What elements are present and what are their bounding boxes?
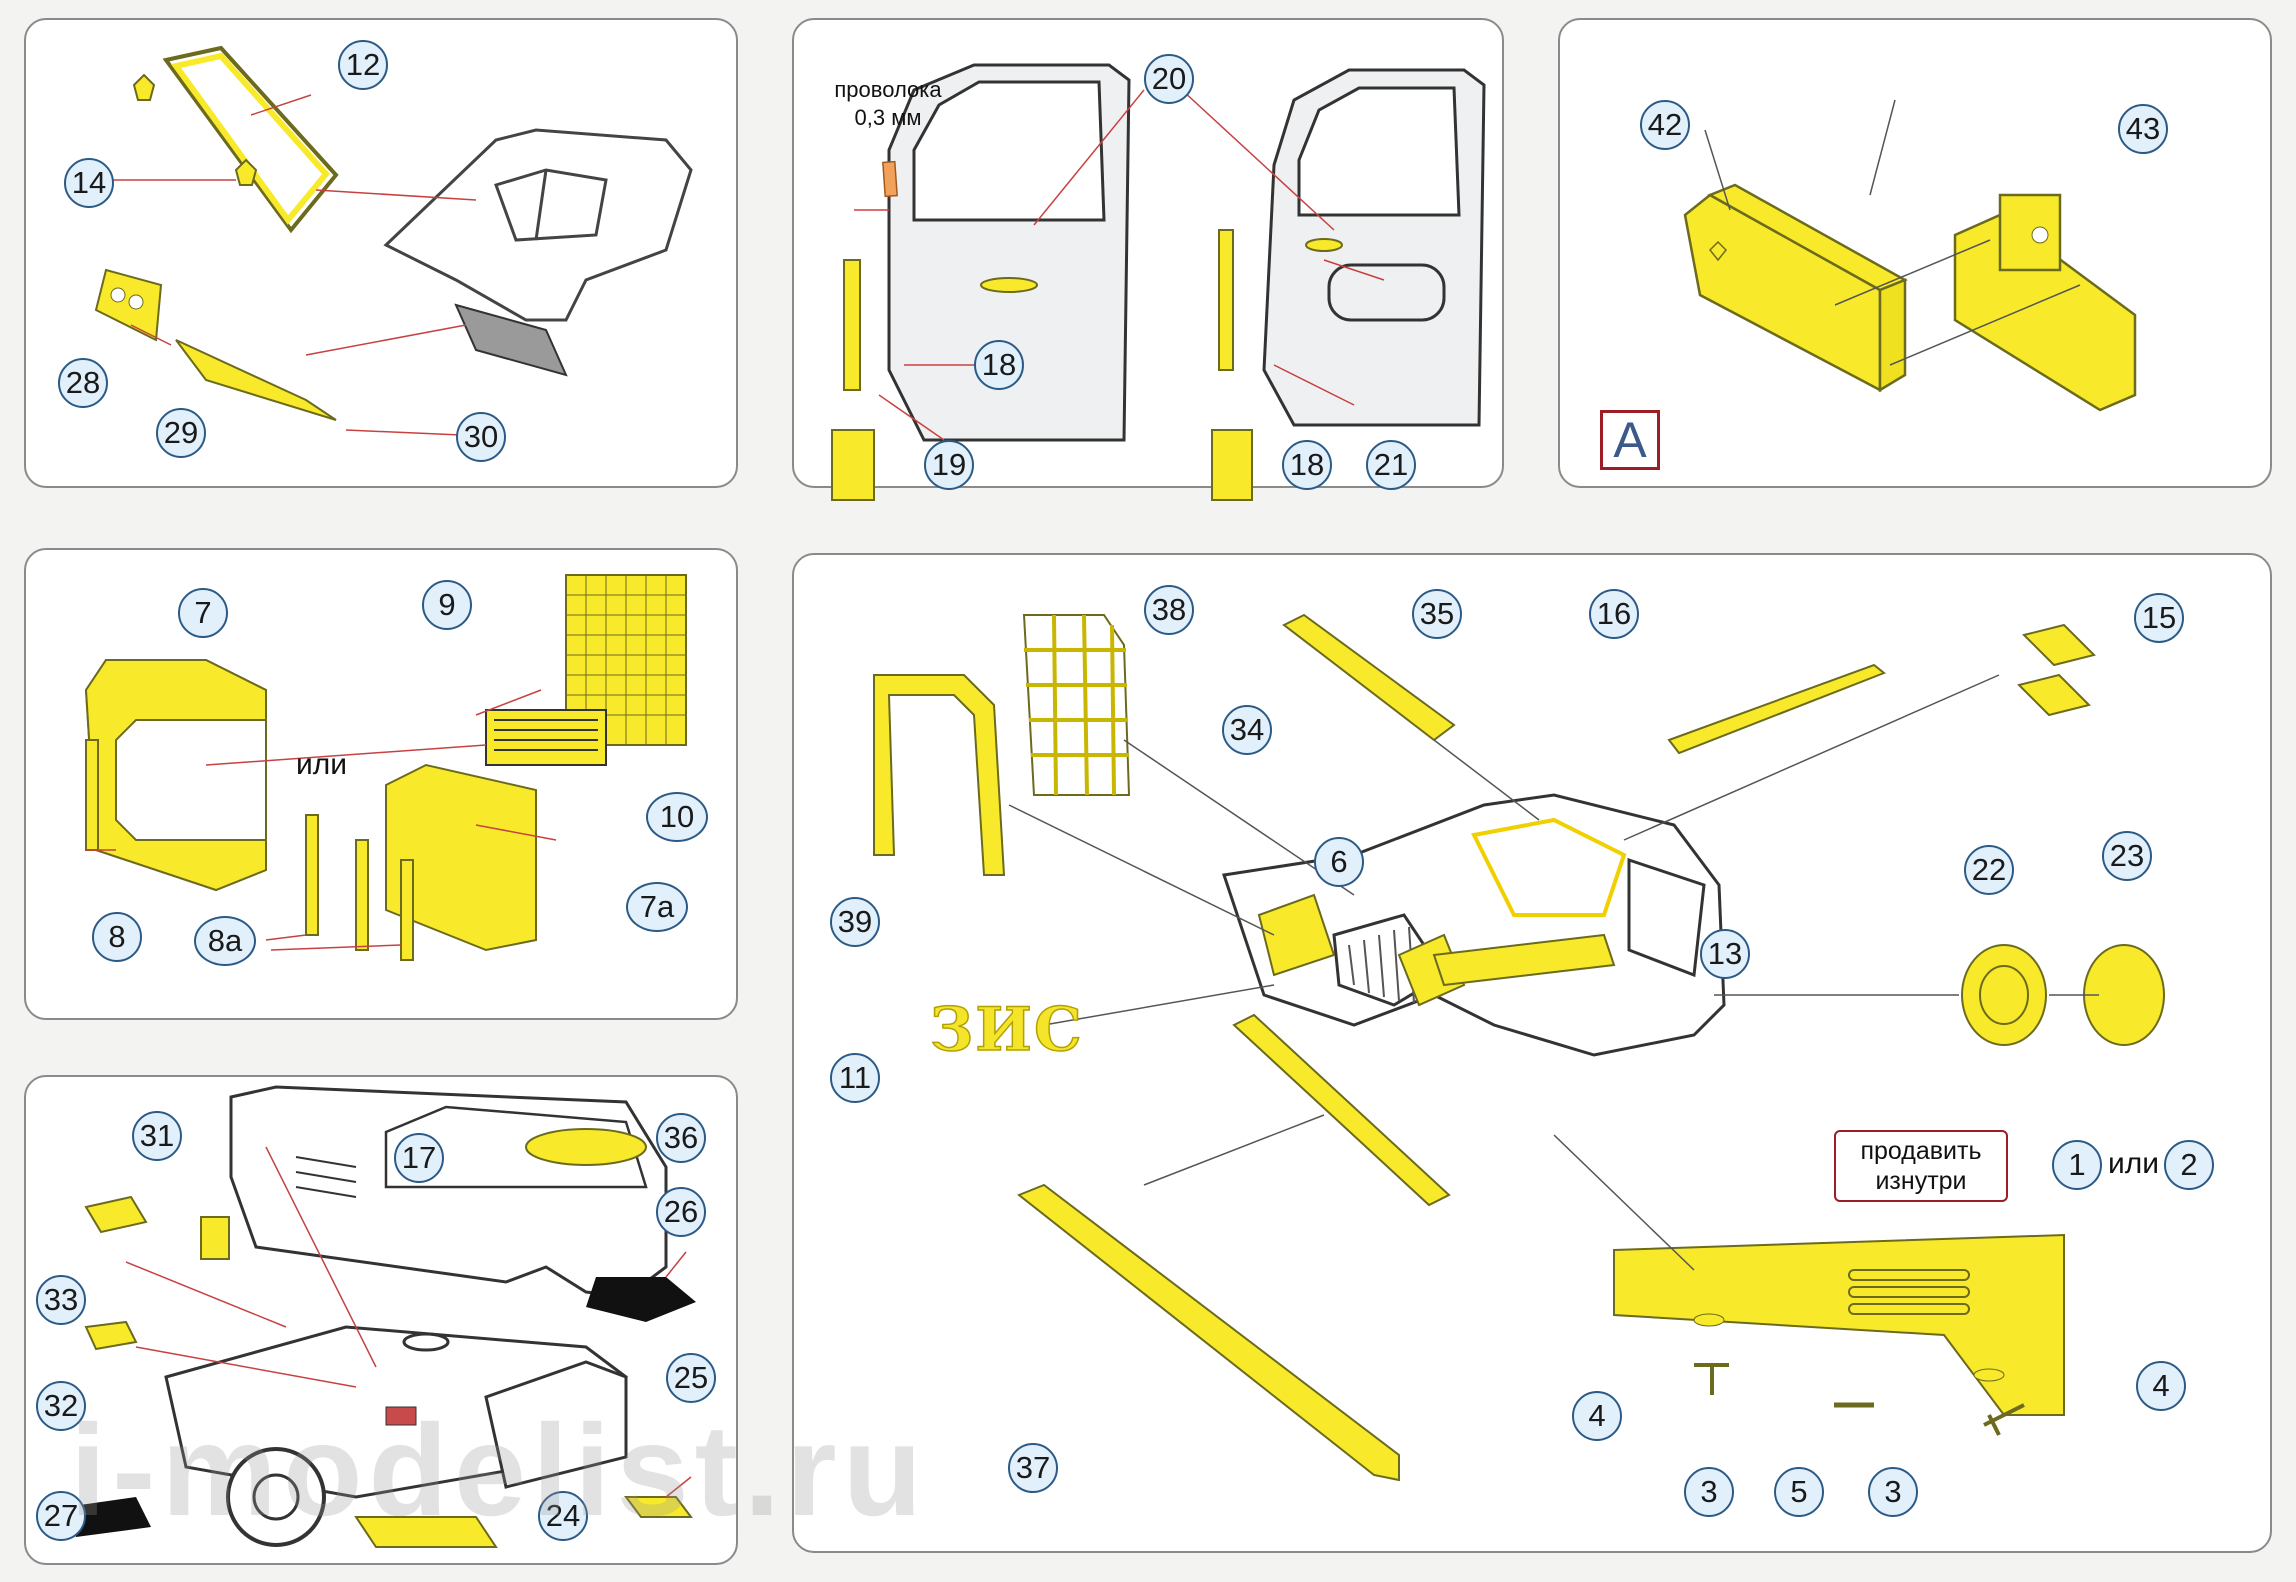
- callout-19: 19: [924, 440, 974, 490]
- callout-4-right: 4: [2136, 1361, 2186, 1411]
- callout-5: 5: [1774, 1467, 1824, 1517]
- callout-20: 20: [1144, 54, 1194, 104]
- panel-section-a: 42 43 A: [1558, 18, 2272, 488]
- callout-31: 31: [132, 1111, 182, 1161]
- callout-29: 29: [156, 408, 206, 458]
- watermark: i-modelist.ru: [70, 1397, 929, 1543]
- panel-radiator-grille: 7 9 10 или 8 8a 7a: [24, 548, 738, 1020]
- callout-38: 38: [1144, 585, 1194, 635]
- callout-18-left: 18: [974, 340, 1024, 390]
- panel-cab-dashboard: 12 14 28 29 30: [24, 18, 738, 488]
- callout-18-right: 18: [1282, 440, 1332, 490]
- press-from-inside-note: продавить изнутри: [1834, 1130, 2008, 1202]
- callout-22: 22: [1964, 845, 2014, 895]
- callout-13: 13: [1700, 929, 1750, 979]
- callout-24: 24: [538, 1491, 588, 1541]
- callout-6: 6: [1314, 837, 1364, 887]
- callout-2: 2: [2164, 1140, 2214, 1190]
- callout-37: 37: [1008, 1443, 1058, 1493]
- zis-logo-badge: ЗИС: [929, 994, 1084, 1066]
- callout-27: 27: [36, 1491, 86, 1541]
- cab-dashboard-drawing: [94, 45, 693, 436]
- or-label: или: [296, 748, 348, 781]
- callout-28: 28: [58, 358, 108, 408]
- callout-39: 39: [830, 897, 880, 947]
- callout-10: 10: [646, 792, 708, 842]
- callout-9: 9: [422, 580, 472, 630]
- callout-17: 17: [394, 1133, 444, 1183]
- callout-35: 35: [1412, 589, 1462, 639]
- callout-7a: 7a: [626, 882, 688, 932]
- callout-12: 12: [338, 40, 388, 90]
- callout-21: 21: [1366, 440, 1416, 490]
- panel-doors: проволока 0,3 мм 20 18 19 18 21: [792, 18, 1504, 501]
- callout-11: 11: [830, 1053, 880, 1103]
- callout-34: 34: [1222, 705, 1272, 755]
- panel-cab-interior: 31 17 36 33 26 32 25 27 24: [24, 1075, 738, 1565]
- cab-interior-drawing: [66, 1085, 696, 1548]
- callout-43: 43: [2118, 104, 2168, 154]
- callout-26: 26: [656, 1187, 706, 1237]
- section-a-drawing: [1683, 99, 2137, 412]
- callout-33: 33: [36, 1275, 86, 1325]
- callout-8: 8: [92, 912, 142, 962]
- callout-16: 16: [1589, 589, 1639, 639]
- callout-1: 1: [2052, 1140, 2102, 1190]
- callout-25: 25: [666, 1353, 716, 1403]
- wire-label: проволока 0,3 мм: [834, 77, 942, 130]
- callout-8a: 8a: [194, 916, 256, 966]
- panel-front-assembly: 38 35 16 15 34 6 22 23 13 39 ЗИС 11 1 ил…: [792, 553, 2272, 1553]
- callout-42: 42: [1640, 100, 1690, 150]
- radiator-grille-drawing: [84, 574, 687, 961]
- callout-7: 7: [178, 588, 228, 638]
- callout-23: 23: [2102, 831, 2152, 881]
- section-a-label: A: [1600, 410, 1660, 470]
- doors-drawing: [831, 63, 1486, 501]
- or-label-hood: или: [2108, 1147, 2160, 1180]
- callout-3-right: 3: [1868, 1467, 1918, 1517]
- callout-15: 15: [2134, 593, 2184, 643]
- callout-30: 30: [456, 412, 506, 462]
- callout-36: 36: [656, 1113, 706, 1163]
- callout-32: 32: [36, 1381, 86, 1431]
- callout-3-left: 3: [1684, 1467, 1734, 1517]
- callout-4-left: 4: [1572, 1391, 1622, 1441]
- callout-14: 14: [64, 158, 114, 208]
